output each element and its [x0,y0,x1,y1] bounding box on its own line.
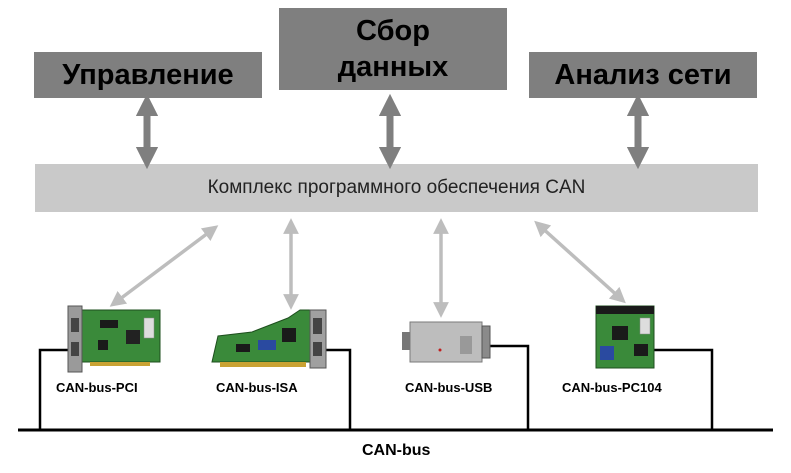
box-upravlenie-label: Управление [62,58,234,91]
device-isa-image [211,309,327,369]
box-analiz-seti: Анализ сети [529,52,757,98]
box-upravlenie: Управление [34,52,262,98]
label-can-bus-usb: CAN-bus-USB [405,380,493,395]
wire-pc104 [652,348,714,430]
box-sbor-label: Сбор данных [338,13,448,85]
label-can-bus: CAN-bus [362,442,431,459]
arrow-bar-pc104 [534,220,626,304]
arrow-bar-pci [109,225,219,307]
box-sbor-line2: данных [337,51,449,83]
device-pci-image [67,305,161,373]
label-can-bus-pc104: CAN-bus-PC104 [562,380,662,395]
wire-isa [326,348,352,430]
box-sbor-dannykh: Сбор данных [279,8,507,90]
label-can-bus-pci: CAN-bus-PCI [56,380,138,395]
label-can-bus-isa: CAN-bus-ISA [216,380,298,395]
device-usb-image [402,321,491,363]
software-bar: Комплекс программного обеспечения CAN [35,164,758,212]
wire-usb [488,344,530,430]
box-sbor-line1: Сбор [356,15,430,47]
device-pc104-image [595,305,655,369]
box-analiz-label: Анализ сети [554,58,732,91]
software-bar-label: Комплекс программного обеспечения CAN [207,177,586,198]
wire-pci [38,348,72,430]
